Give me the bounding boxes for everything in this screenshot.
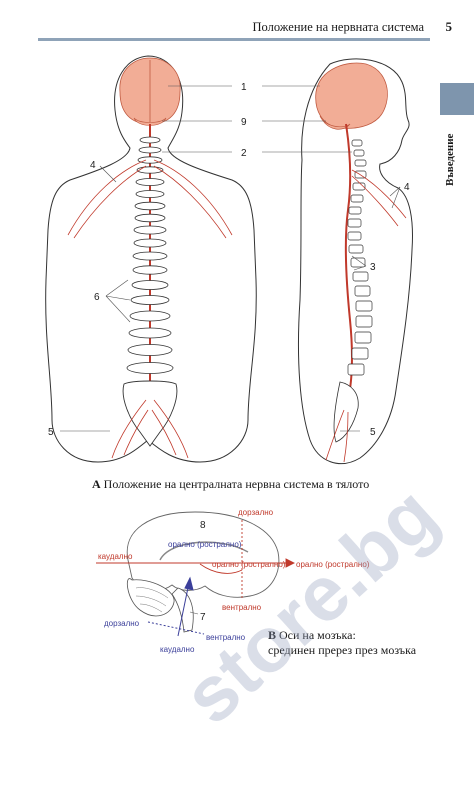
figure-b-caption: B Оси на мозъка:срединен пререз през моз…: [268, 628, 416, 658]
cerebrum-section: [126, 511, 280, 598]
header-rule: [38, 38, 430, 41]
anatomy-illustrations: 1 9 2 4 4 3 6 5 5 8 7 дорзално вентрално…: [45, 55, 413, 654]
sacrum-back: [122, 380, 178, 447]
cerebellum-back: [133, 117, 167, 126]
label-3: 3: [370, 262, 376, 273]
label-8: 8: [200, 520, 206, 531]
page-number: 5: [445, 19, 453, 34]
axis-dorsal-blue: дорзално: [104, 619, 140, 628]
corpus-callosum: [159, 541, 249, 561]
figure-a-leaders: [60, 85, 401, 432]
back-view-figure: [45, 55, 257, 463]
label-5-left: 5: [48, 427, 54, 438]
label-1: 1: [241, 82, 247, 93]
spinal-cord-side: [343, 123, 353, 421]
axis-oral-blue: орално (рострално): [168, 540, 242, 549]
label-9: 9: [241, 117, 247, 128]
label-4-left: 4: [90, 160, 96, 171]
figure-a-caption: A Положение на централната нервна систем…: [92, 477, 369, 492]
blue-axes: [147, 576, 205, 637]
vertebrae-back: [126, 136, 174, 374]
brain-section-figure: [126, 511, 280, 633]
section-tab: [440, 83, 474, 115]
label-5-right: 5: [370, 427, 376, 438]
red-axes: [96, 520, 296, 600]
sacrum-side: [333, 381, 359, 443]
axis-caudal-blue: каудално: [160, 645, 195, 654]
axis-ventral-red: вентрално: [222, 603, 262, 612]
side-view-figure: [297, 58, 413, 465]
nerves-back: [67, 159, 233, 459]
brain-side: [315, 62, 388, 129]
figure-a-caption-text: Положение на централната нервна система …: [103, 477, 370, 491]
axis-caudal-red: каудално: [98, 552, 133, 561]
axis-oral-red-center: орално (рострално): [212, 560, 286, 569]
axis-ventral-blue: вентрално: [206, 633, 246, 642]
axis-oral-red-right: орално (рострално): [296, 560, 370, 569]
figure-b-caption-line2: срединен пререз през мозъка: [268, 643, 417, 657]
axis-dorsal-red: дорзално: [238, 508, 274, 517]
label-2: 2: [241, 148, 247, 159]
label-7-leader: [189, 611, 199, 615]
figure-a-letter: A: [92, 477, 101, 491]
vertebrae-side: [347, 139, 373, 376]
label-7: 7: [200, 612, 206, 623]
running-header-title: Положение на нервната система: [252, 20, 424, 34]
cerebellum-side: [319, 115, 351, 130]
cerebellum-section: [126, 578, 175, 617]
back-body-outline: [45, 55, 257, 463]
side-body-outline: [297, 58, 413, 465]
label-6: 6: [94, 292, 100, 303]
nerves-side: [325, 169, 407, 463]
figure-b-caption-line1: Оси на мозъка:: [279, 628, 356, 642]
label-4-right: 4: [404, 182, 410, 193]
cerebellum-folia: [135, 587, 169, 613]
figure-b-letter: B: [268, 628, 277, 642]
brainstem: [171, 587, 194, 633]
